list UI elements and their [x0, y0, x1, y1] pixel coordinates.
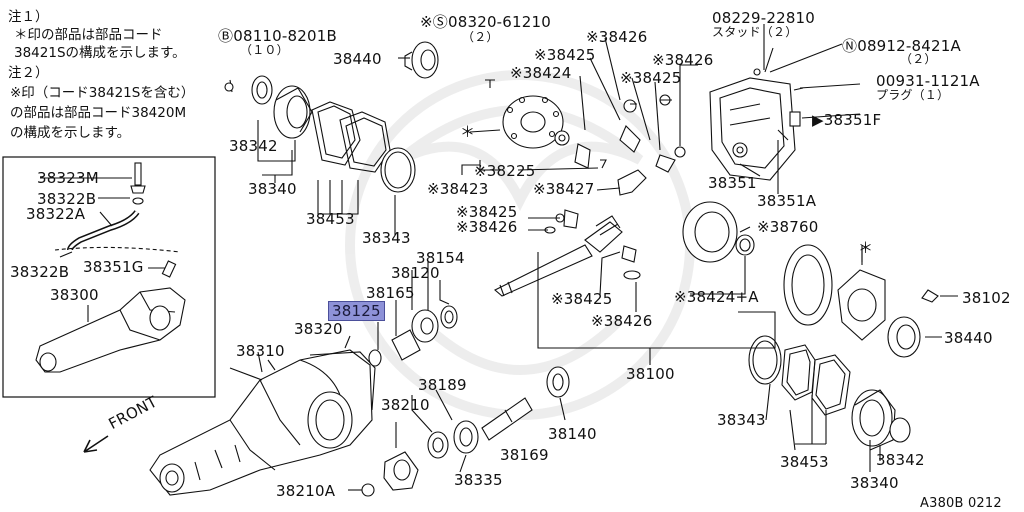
rear-cover-38351	[709, 68, 804, 181]
part-label[interactable]: ▶38351F	[812, 111, 882, 129]
inset-axle-housing	[35, 287, 186, 373]
front-arrow	[83, 435, 109, 453]
part-label[interactable]: 38440	[333, 50, 382, 68]
drive-pinion-38100	[494, 215, 623, 297]
diagram-code: A380B 0212	[920, 496, 1002, 511]
note-1-line-2: 38421Sの構成を示します。	[14, 45, 186, 61]
part-label[interactable]: ※38427	[533, 180, 595, 198]
part-label-inset[interactable]: 38351G	[83, 258, 144, 276]
qty-label: （２）	[462, 30, 499, 44]
part-label-nut[interactable]: Ⓝ08912-8421A	[842, 37, 961, 55]
part-label[interactable]: 38351A	[757, 192, 817, 210]
qty-label: （２）	[900, 52, 937, 66]
part-label-highlighted[interactable]: 38125	[328, 301, 385, 321]
asterisk-mark: ＊	[460, 123, 476, 141]
part-label-inset[interactable]: 38300	[50, 286, 99, 304]
part-label[interactable]: 38310	[236, 342, 285, 360]
part-label[interactable]: ※38424	[510, 64, 572, 82]
seal-38440-top	[404, 41, 439, 79]
note-2-title: 注２）	[8, 65, 49, 81]
part-label[interactable]: ※38426	[652, 51, 714, 69]
part-label[interactable]: 38189	[418, 376, 467, 394]
part-label[interactable]: ※38425	[456, 203, 518, 221]
note-2-line-3: の構成を示します。	[10, 125, 131, 141]
differential-38760	[682, 201, 939, 358]
note-2-line-1: ※印（コード38421Sを含む）	[10, 85, 195, 101]
differential-case	[485, 79, 607, 169]
part-label[interactable]: 38342	[876, 451, 925, 469]
part-label[interactable]: 38440	[944, 329, 993, 347]
part-label[interactable]: ※38225	[474, 162, 536, 180]
part-label-inset[interactable]: 38322B	[10, 263, 70, 281]
part-label[interactable]: 38340	[850, 474, 899, 492]
inset-frame	[2, 156, 216, 398]
plug-sublabel: プラグ（１）	[876, 88, 950, 102]
note-2-line-2: の部品は部品コード38420M	[10, 105, 187, 121]
qty-label: （１０）	[240, 43, 289, 57]
part-label[interactable]: 38320	[294, 320, 343, 338]
left-side-flanges	[224, 75, 416, 193]
part-label[interactable]: 38343	[362, 229, 411, 247]
part-label[interactable]: ※38426	[456, 218, 518, 236]
part-label[interactable]: ※38423	[427, 180, 489, 198]
part-label[interactable]: 38210	[381, 396, 430, 414]
part-label-inset[interactable]: 38322B	[37, 190, 97, 208]
part-label-stud[interactable]: 08229-22810	[712, 9, 816, 27]
part-label[interactable]: ※38760	[757, 218, 819, 236]
part-label[interactable]: ※38426	[586, 28, 648, 46]
part-label[interactable]: 38154	[416, 249, 465, 267]
inset-breather-assembly	[40, 162, 181, 278]
part-label[interactable]: ※38425	[534, 46, 596, 64]
part-label[interactable]: 38100	[626, 365, 675, 383]
part-label[interactable]: 38342	[229, 137, 278, 155]
note-1-title: 注１）	[8, 9, 49, 25]
part-label-inset[interactable]: 38322A	[26, 205, 86, 223]
part-label[interactable]: ※38424+A	[674, 288, 759, 306]
part-label[interactable]: 38165	[366, 284, 415, 302]
axle-housing-38310	[149, 349, 376, 496]
part-label[interactable]: 38343	[717, 411, 766, 429]
part-label[interactable]: 38453	[306, 210, 355, 228]
asterisk-mark: ＊	[858, 239, 874, 257]
part-label[interactable]: 38140	[548, 425, 597, 443]
part-label[interactable]: ※38426	[591, 312, 653, 330]
part-label[interactable]: 38335	[454, 471, 503, 489]
part-label[interactable]: 38453	[780, 453, 829, 471]
part-label[interactable]: 38340	[248, 180, 297, 198]
part-label-inset[interactable]: 38323M	[37, 169, 99, 187]
stud-sublabel: スタッド（２）	[712, 25, 798, 39]
part-label-bolt[interactable]: Ⓑ08110-8201B	[218, 27, 337, 45]
part-label[interactable]: ※38425	[551, 290, 613, 308]
right-side-flanges	[748, 335, 911, 451]
note-1-line-1: ＊印の部品は部品コード	[14, 27, 163, 43]
part-label[interactable]: ※38425	[620, 69, 682, 87]
leader-lines	[257, 24, 958, 491]
part-label[interactable]: 38351	[708, 174, 757, 192]
part-label[interactable]: 38102	[962, 289, 1011, 307]
part-label[interactable]: 38120	[391, 264, 440, 282]
pinion-bearing-parts	[361, 305, 570, 497]
part-label-screw[interactable]: ※Ⓢ08320-61210	[420, 13, 552, 31]
part-label[interactable]: 38169	[500, 446, 549, 464]
part-label-plug[interactable]: 00931-1121A	[876, 72, 980, 90]
part-label[interactable]: 38210A	[276, 482, 336, 500]
